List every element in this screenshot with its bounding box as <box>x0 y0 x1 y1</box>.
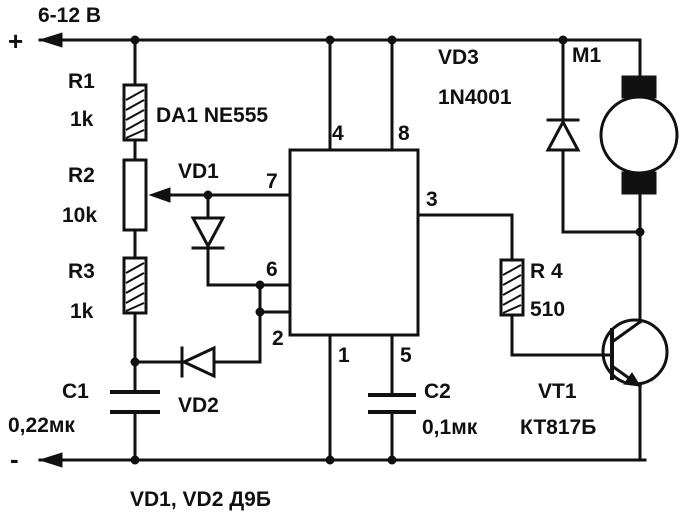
resistor-r3 <box>122 256 148 315</box>
plus-sign: + <box>8 26 23 56</box>
vd3-value: 1N4001 <box>438 86 512 109</box>
r3-ref: R3 <box>68 260 95 283</box>
vd1-label: VD1 <box>178 160 219 183</box>
diode-type-note: VD1, VD2 Д9Б <box>130 488 271 511</box>
da1-label: DA1 NE555 <box>156 104 268 127</box>
diode-vd2 <box>133 345 262 379</box>
vd2-label: VD2 <box>178 394 219 417</box>
c2-value: 0,1мк <box>422 416 478 439</box>
r2-ref: R2 <box>68 164 95 187</box>
r4-ref: R 4 <box>530 260 563 283</box>
vt1-value: КТ817Б <box>520 416 596 439</box>
negative-rail <box>38 452 647 468</box>
c1-ref: C1 <box>62 380 89 403</box>
vt1-ref: VT1 <box>538 380 577 403</box>
ic-da1 <box>288 148 420 337</box>
minus-sign: - <box>10 444 19 474</box>
pin-1-label: 1 <box>338 344 350 367</box>
motor-m1 <box>599 38 679 234</box>
r1-value: 1k <box>70 108 94 131</box>
diode-vd1 <box>190 193 292 287</box>
supply-voltage-label: 6-12 В <box>38 4 101 27</box>
diode-vd3 <box>545 38 642 234</box>
c1-value: 0,22мк <box>8 414 75 437</box>
transistor-vt1 <box>601 230 669 462</box>
r4-value: 510 <box>530 298 565 321</box>
c2-ref: C2 <box>424 380 451 403</box>
m1-label: M1 <box>572 44 601 67</box>
potentiometer-r2 <box>122 158 292 232</box>
pin-5-label: 5 <box>400 344 412 367</box>
pin-2-label: 2 <box>272 327 284 350</box>
ic-pin-wires <box>328 38 514 462</box>
junction-dots <box>130 35 645 465</box>
r3-value: 1k <box>70 300 94 323</box>
pin-8-label: 8 <box>398 122 410 145</box>
r1-ref: R1 <box>68 70 95 93</box>
positive-rail <box>38 32 642 48</box>
pin-6-label: 6 <box>266 258 278 281</box>
pin-4-label: 4 <box>332 122 344 145</box>
resistor-r4 <box>499 258 607 357</box>
pin-3-label: 3 <box>426 188 438 211</box>
resistor-r1 <box>122 83 148 142</box>
capacitor-c2 <box>368 393 416 414</box>
capacitor-c1 <box>110 390 160 414</box>
pin6-pin2-link <box>258 283 292 364</box>
vd3-ref: VD3 <box>438 46 479 69</box>
pin-7-label: 7 <box>266 170 278 193</box>
r2-value: 10k <box>62 204 97 227</box>
